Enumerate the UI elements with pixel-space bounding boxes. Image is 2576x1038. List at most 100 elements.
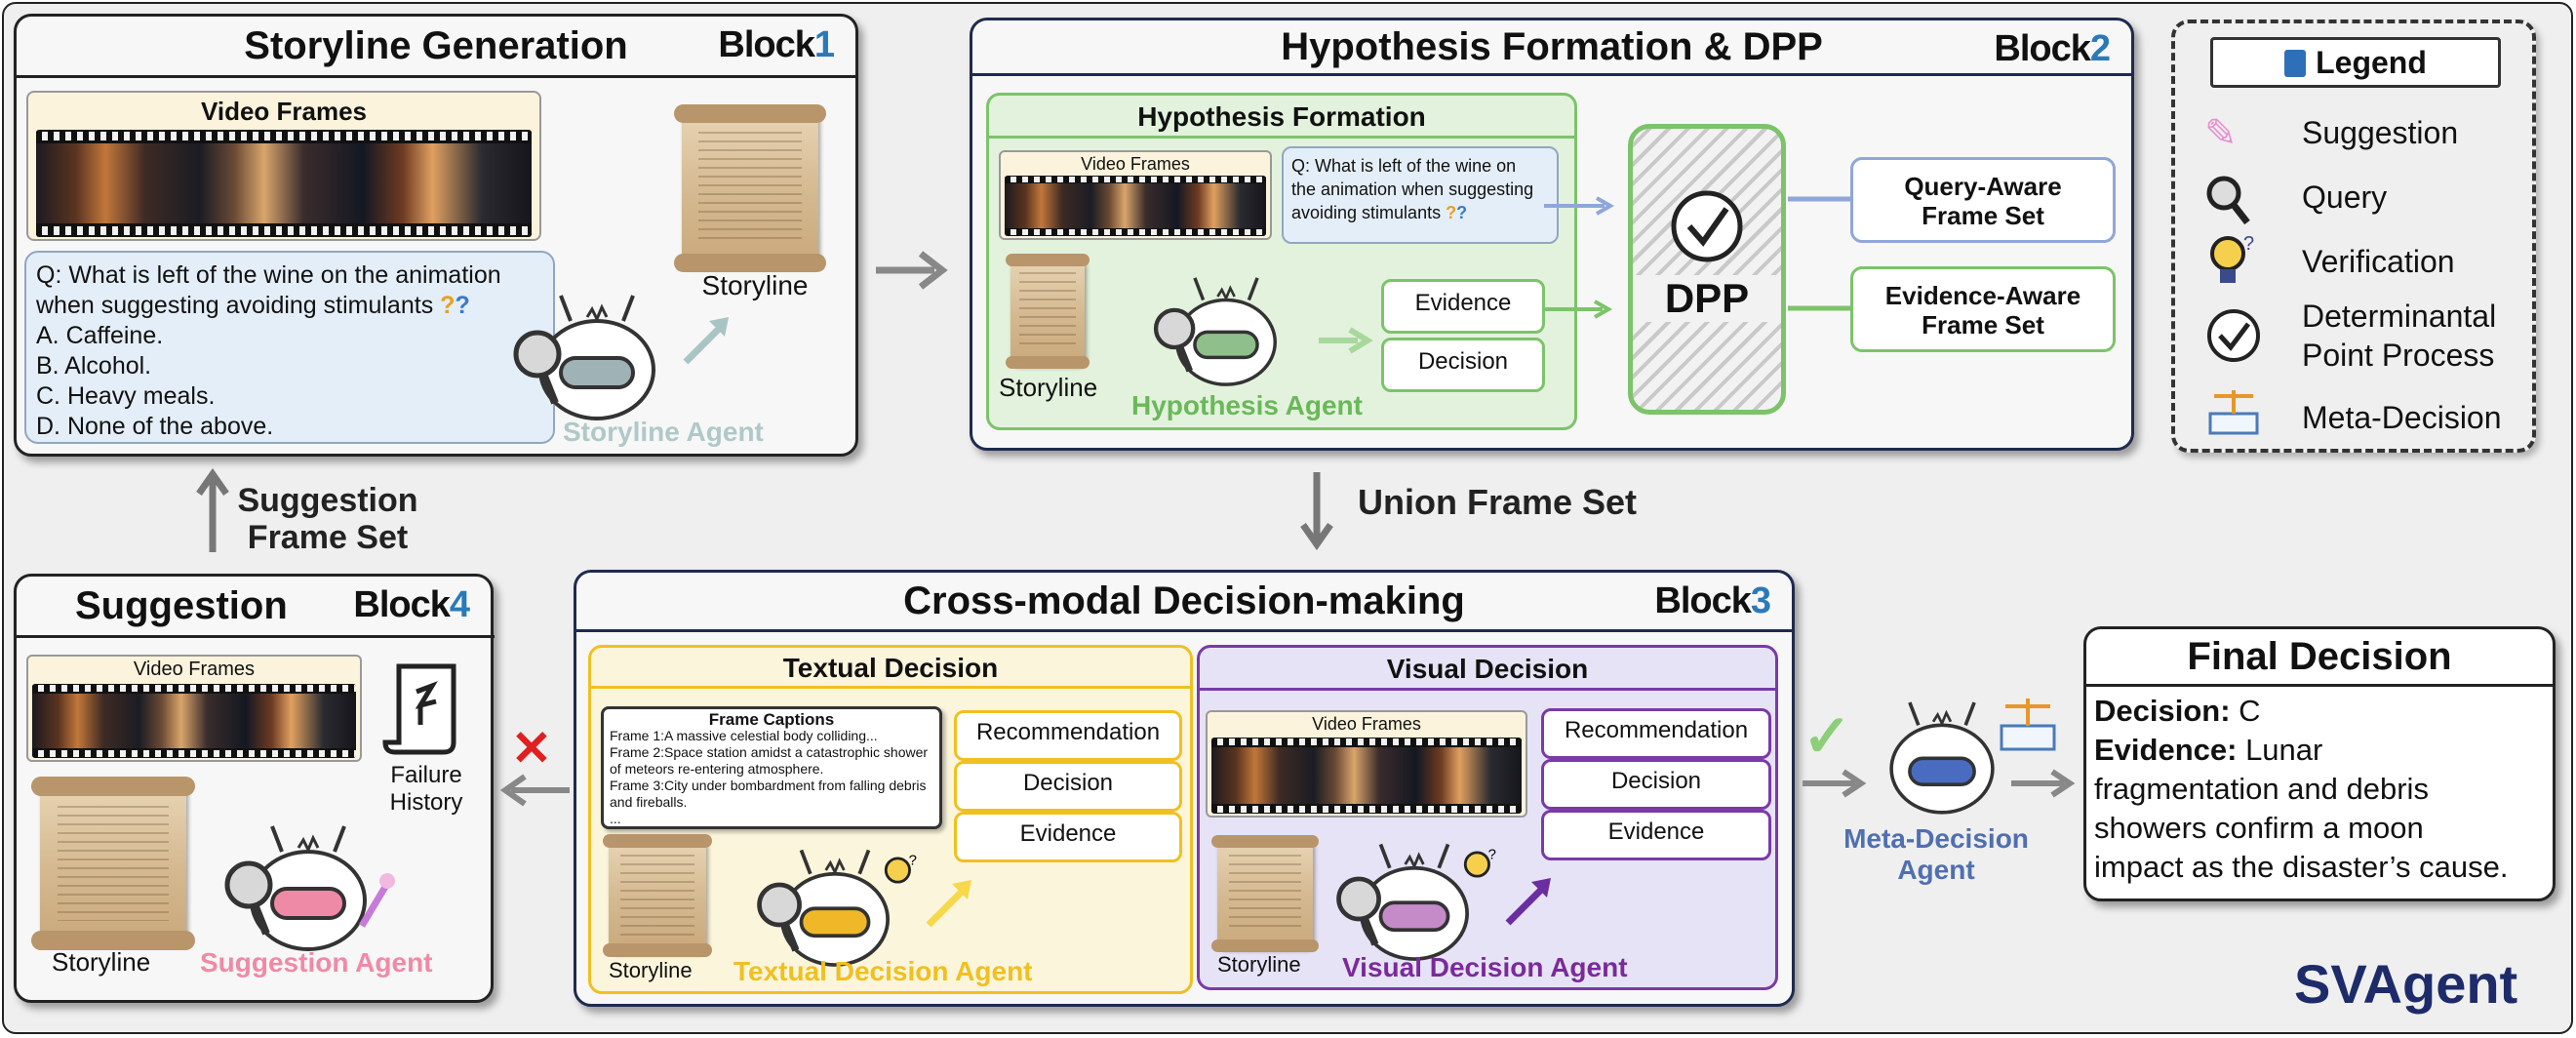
hypothesis-formation-panel: Hypothesis Formation Video Frames Q: Wha…	[986, 93, 1577, 430]
final-decision-title: Final Decision	[2187, 635, 2452, 678]
visual-video-frames: Video Frames	[1206, 710, 1527, 818]
option-c: C. Heavy meals.	[36, 382, 216, 410]
textual-decision-box: Decision	[954, 761, 1182, 812]
storyline-label: Storyline	[701, 270, 809, 300]
visual-storyline-scroll-icon	[1211, 834, 1319, 953]
visual-decision-box: Decision	[1541, 759, 1771, 810]
block4-storyline-scroll-icon	[31, 777, 195, 950]
frame-captions-box: Frame Captions Frame 1:A massive celesti…	[601, 706, 942, 829]
option-d: D. None of the above.	[36, 413, 274, 440]
arrow-evidence-to-dpp	[1542, 299, 1613, 319]
textual-robot-icon: ?	[757, 849, 917, 967]
textual-flow-arrow	[926, 880, 971, 928]
visual-agent-label: Visual Decision Agent	[1342, 952, 1628, 982]
lightbulb-icon: ?	[2210, 233, 2254, 283]
final-decision-label: Decision:	[2094, 694, 2231, 728]
block-cross-modal-decision: Cross-modal Decision-making Block3 Textu…	[574, 570, 1795, 1007]
block1-video-frames: Video Frames	[26, 91, 541, 241]
textual-storyline-scroll-icon	[603, 834, 712, 957]
legend-point-process: Point Process	[2302, 338, 2495, 373]
dpp-check-legend-icon	[2207, 309, 2260, 362]
suggestion-robot-icon	[224, 825, 395, 951]
meta-scales-icon	[2000, 699, 2056, 751]
legend-suggestion: Suggestion	[2302, 115, 2459, 150]
option-a: A. Caffeine.	[36, 322, 164, 349]
block3-label: Block3	[1654, 580, 1771, 621]
scales-book-icon	[2208, 390, 2259, 435]
final-decision-header: Final Decision	[2086, 629, 2553, 687]
hypothesis-storyline-label: Storyline	[999, 373, 1098, 402]
block3-header: Cross-modal Decision-making	[576, 573, 1792, 632]
hypothesis-storyline-scroll-icon	[1006, 253, 1090, 370]
hypothesis-formation-header: Hypothesis Formation	[989, 96, 1574, 139]
block2-label: Block2	[1994, 28, 2111, 69]
block2-header: Hypothesis Formation & DPP	[972, 20, 2131, 76]
hypothesis-decision-box: Decision	[1381, 338, 1545, 392]
arrow-union-frame-set	[1300, 472, 1333, 550]
suggestion-agent-label: Suggestion Agent	[200, 947, 433, 978]
visual-robot-icon: ?	[1336, 843, 1496, 961]
arrow-block3-to-meta	[1803, 769, 1867, 798]
visual-decision-header: Visual Decision	[1200, 648, 1775, 691]
svg-text:?: ?	[1488, 846, 1496, 862]
failure-history-scroll-icon	[382, 663, 456, 755]
wand-icon: ✎	[2204, 112, 2238, 155]
hypothesis-robot-icon	[1153, 277, 1277, 386]
legend-title: Legend	[2210, 37, 2501, 88]
block4-label: Block4	[353, 584, 470, 625]
meta-decision-robot-icon	[1889, 701, 1995, 815]
textual-storyline-label: Storyline	[609, 958, 693, 982]
block4-header: Suggestion	[17, 577, 495, 638]
block2-title: Hypothesis Formation & DPP	[1281, 25, 1823, 68]
block1-label: Block1	[718, 24, 835, 65]
block4-title: Suggestion	[75, 584, 288, 627]
final-decision-body: Decision: C Evidence: Lunar fragmentatio…	[2094, 694, 2509, 884]
final-evidence-label: Evidence:	[2094, 733, 2238, 767]
storyline-agent-label: Storyline Agent	[563, 417, 764, 447]
magnifier-icon	[2206, 176, 2250, 225]
question-line-2: when suggesting avoiding stimulants ??	[36, 292, 470, 319]
legend-verification: Verification	[2302, 244, 2455, 279]
visual-evidence-box: Evidence	[1541, 810, 1771, 860]
block1-title: Storyline Generation	[244, 24, 628, 67]
legend-query: Query	[2302, 180, 2388, 215]
dpp-check-icon	[1671, 190, 1743, 262]
video-frames-label: Video Frames	[200, 97, 368, 126]
textual-decision-header: Textual Decision	[591, 648, 1190, 689]
block4-video-frames: Video Frames	[26, 655, 362, 762]
legend-determinantal: Determinantal	[2302, 299, 2497, 334]
option-b: B. Alcohol.	[36, 352, 152, 379]
hypothesis-agent-label: Hypothesis Agent	[1131, 390, 1363, 420]
svg-text:?: ?	[909, 852, 917, 868]
visual-storyline-label: Storyline	[1217, 952, 1301, 977]
textual-evidence-box: Evidence	[954, 812, 1182, 862]
storyline-robot-icon	[513, 295, 655, 420]
arrow-question-to-dpp	[1544, 196, 1615, 216]
failure-x-icon: ✕	[511, 721, 552, 776]
arrow-meta-to-final	[2011, 769, 2076, 798]
visual-recommendation-box: Recommendation	[1541, 708, 1771, 759]
hypothesis-flow-arrow	[1319, 327, 1373, 354]
arrow-block3-to-block4	[499, 774, 570, 807]
textual-agent-label: Textual Decision Agent	[733, 956, 1033, 986]
visual-decision-panel: Visual Decision Video Frames Recommendat…	[1197, 645, 1778, 990]
dpp-label: DPP	[1633, 275, 1781, 322]
visual-flow-arrow	[1505, 878, 1551, 926]
dpp-box: DPP	[1628, 124, 1786, 415]
block1-header: Storyline Generation	[17, 17, 855, 78]
hypothesis-evidence-box: Evidence	[1381, 279, 1545, 334]
svg-text:?: ?	[2243, 233, 2254, 255]
brand-logo: SVAgent	[2294, 953, 2518, 1015]
hypothesis-video-frames: Video Frames	[999, 150, 1272, 240]
arrow-block1-to-block2	[876, 251, 948, 290]
block3-title: Cross-modal Decision-making	[903, 579, 1465, 622]
textual-decision-panel: Textual Decision Frame Captions Frame 1:…	[588, 645, 1193, 994]
final-decision-value: C	[2230, 694, 2261, 728]
